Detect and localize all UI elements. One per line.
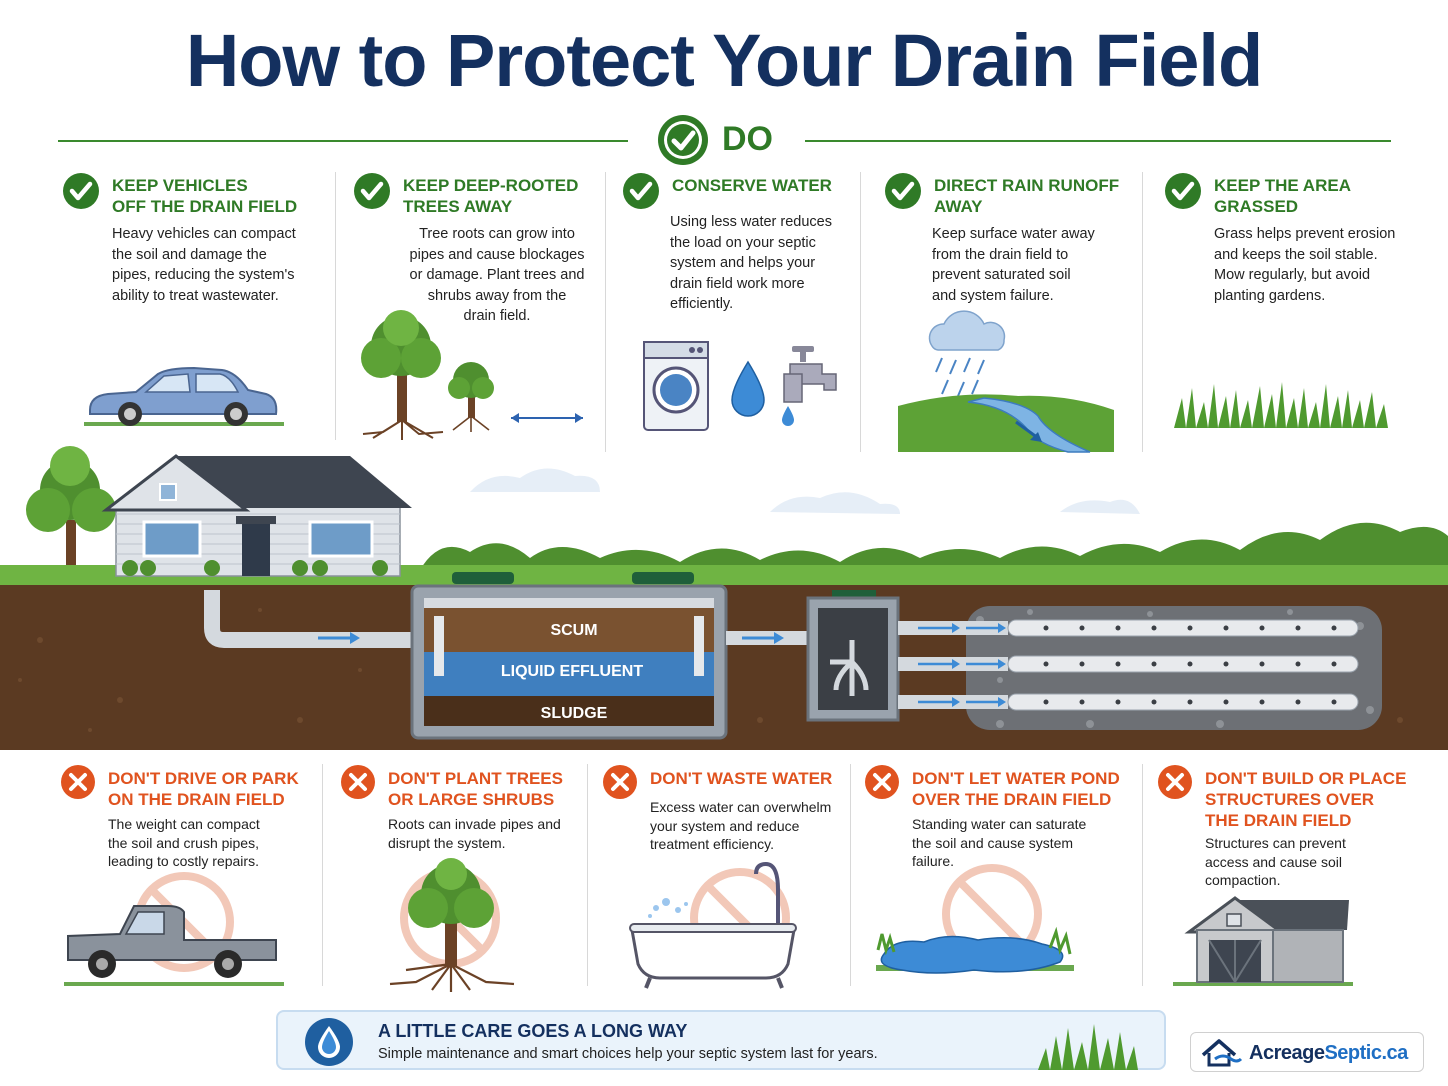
check-icon (623, 173, 659, 209)
distribution-box-icon (806, 590, 900, 722)
column-divider (605, 172, 606, 452)
tree-icon (361, 310, 583, 440)
grass-icon (1038, 1024, 1138, 1070)
do-label: DO (722, 120, 773, 158)
column-divider (1142, 172, 1143, 452)
x-icon (865, 765, 899, 799)
washing-machine-icon (643, 341, 709, 431)
column-divider (587, 764, 588, 986)
faucet-icon (782, 346, 837, 426)
rain-cloud-icon (898, 310, 1114, 453)
x-icon (61, 765, 95, 799)
tank-effluent-label: LIQUID EFFLUENT (501, 663, 643, 680)
check-icon (658, 115, 708, 165)
column-divider (860, 172, 861, 452)
banner-subtext: Simple maintenance and smart choices hel… (378, 1046, 878, 1062)
x-icon (341, 765, 375, 799)
shed-icon (1173, 896, 1353, 986)
septic-tank-icon: SCUM LIQUID EFFLUENT SLUDGE (410, 572, 728, 740)
x-icon (603, 765, 637, 799)
page-title: How to Protect Your Drain Field (185, 19, 1263, 102)
tank-scum-label: SCUM (550, 622, 597, 639)
puddle-icon (876, 864, 1074, 974)
column-divider (322, 764, 323, 986)
do-divider-right (805, 140, 1391, 142)
do-item-heading: CONSERVE WATER (672, 176, 832, 195)
drain-pipe-icon (204, 590, 420, 648)
check-icon (354, 173, 390, 209)
logo-house-icon (1201, 1039, 1243, 1067)
column-divider (850, 764, 851, 986)
water-drop-icon (305, 1018, 353, 1066)
x-icon (1158, 765, 1192, 799)
check-icon (1165, 173, 1201, 209)
septic-cross-section: SCUM LIQUID EFFLUENT SLUDGE (0, 446, 1448, 750)
bathtub-icon (629, 861, 797, 989)
tree-icon (26, 446, 116, 580)
check-icon (885, 173, 921, 209)
dont-item-waste-water: DON'T WASTE WATER Excess water can overw… (602, 764, 847, 994)
column-divider (335, 172, 336, 440)
grass-icon (1174, 382, 1388, 428)
car-icon (84, 366, 284, 426)
brand-logo[interactable]: AcreageSeptic.ca (1190, 1032, 1424, 1072)
logo-text: AcreageSeptic.ca (1249, 1042, 1408, 1064)
tree-icon (389, 858, 515, 992)
do-divider-left (58, 140, 628, 142)
column-divider (1142, 764, 1143, 986)
tip-banner: A LITTLE CARE GOES A LONG WAY Simple mai… (276, 1010, 1166, 1070)
water-drop-icon (731, 360, 765, 417)
check-icon (63, 173, 99, 209)
tank-sludge-label: SLUDGE (541, 705, 608, 722)
banner-heading: A LITTLE CARE GOES A LONG WAY (378, 1021, 688, 1041)
house-icon (101, 454, 412, 577)
pickup-truck-icon (64, 872, 284, 986)
dont-item-heading: DON'T WASTE WATER (650, 769, 833, 788)
